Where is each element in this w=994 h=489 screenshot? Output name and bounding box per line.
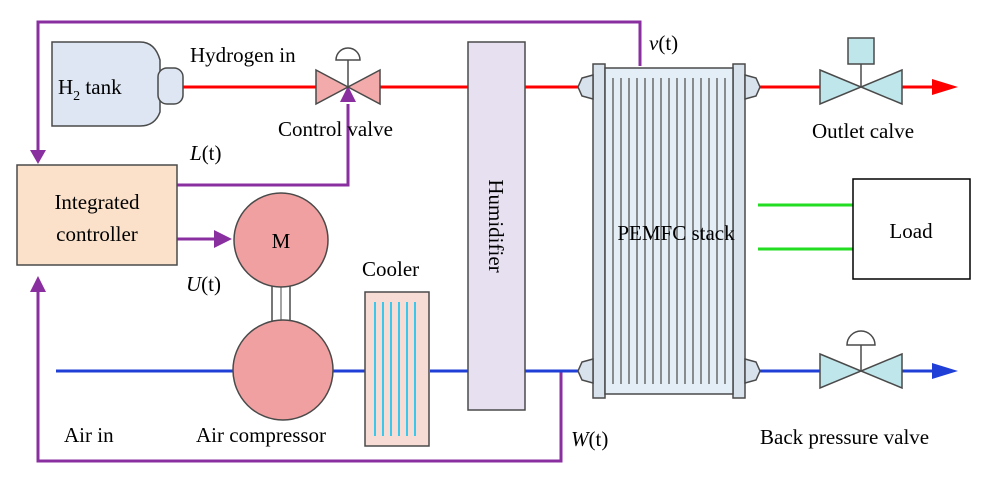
hydrogen-in-label: Hydrogen in bbox=[190, 43, 296, 67]
back-pressure-valve-label: Back pressure valve bbox=[760, 425, 929, 449]
load-label: Load bbox=[889, 219, 933, 243]
hydrogen-outlet-arrowhead bbox=[932, 79, 958, 95]
air-outlet-arrowhead bbox=[932, 363, 958, 379]
controller-label-line2: controller bbox=[56, 222, 138, 246]
cooler bbox=[364, 291, 430, 447]
load: Load bbox=[852, 178, 971, 280]
humidifier-label: Humidifier bbox=[484, 179, 508, 272]
humidifier: Humidifier bbox=[467, 41, 526, 411]
outlet-valve-label: Outlet calve bbox=[812, 119, 914, 143]
outlet-valve bbox=[819, 37, 903, 106]
h2-tank: H2 tank bbox=[51, 41, 184, 127]
air-compressor-label: Air compressor bbox=[196, 423, 326, 447]
motor: M bbox=[233, 192, 329, 325]
control-valve bbox=[315, 47, 381, 106]
lt-signal-line bbox=[177, 104, 350, 187]
arrow-into-controller-bottom bbox=[30, 276, 46, 292]
cooler-label: Cooler bbox=[362, 257, 419, 281]
motor-label: M bbox=[272, 229, 291, 253]
vt-feedback-line bbox=[36, 20, 642, 160]
vt-signal-label: v(t) bbox=[649, 31, 678, 55]
arrow-into-controller-top bbox=[30, 150, 46, 164]
air-compressor bbox=[232, 319, 334, 421]
signal-arrowheads bbox=[30, 86, 356, 292]
arrow-into-control-valve bbox=[340, 86, 356, 102]
control-valve-label: Control valve bbox=[278, 117, 393, 141]
integrated-controller: Integrated controller bbox=[16, 164, 178, 266]
controller-label-line1: Integrated bbox=[54, 190, 140, 214]
h2-tank-label: H2 tank bbox=[58, 75, 122, 104]
ut-signal-label: U(t) bbox=[186, 272, 221, 296]
lt-signal-label: L(t) bbox=[189, 141, 222, 165]
air-in-label: Air in bbox=[64, 423, 114, 447]
wt-signal-label: W(t) bbox=[571, 427, 608, 451]
pemfc-stack-label: PEMFC stack bbox=[617, 221, 735, 245]
wt-feedback-line bbox=[36, 284, 563, 463]
load-lines bbox=[758, 203, 853, 251]
pemfc-stack: PEMFC stack bbox=[577, 63, 761, 399]
signal-lines bbox=[36, 20, 642, 463]
back-pressure-valve bbox=[819, 330, 903, 390]
arrow-into-motor bbox=[214, 230, 232, 248]
